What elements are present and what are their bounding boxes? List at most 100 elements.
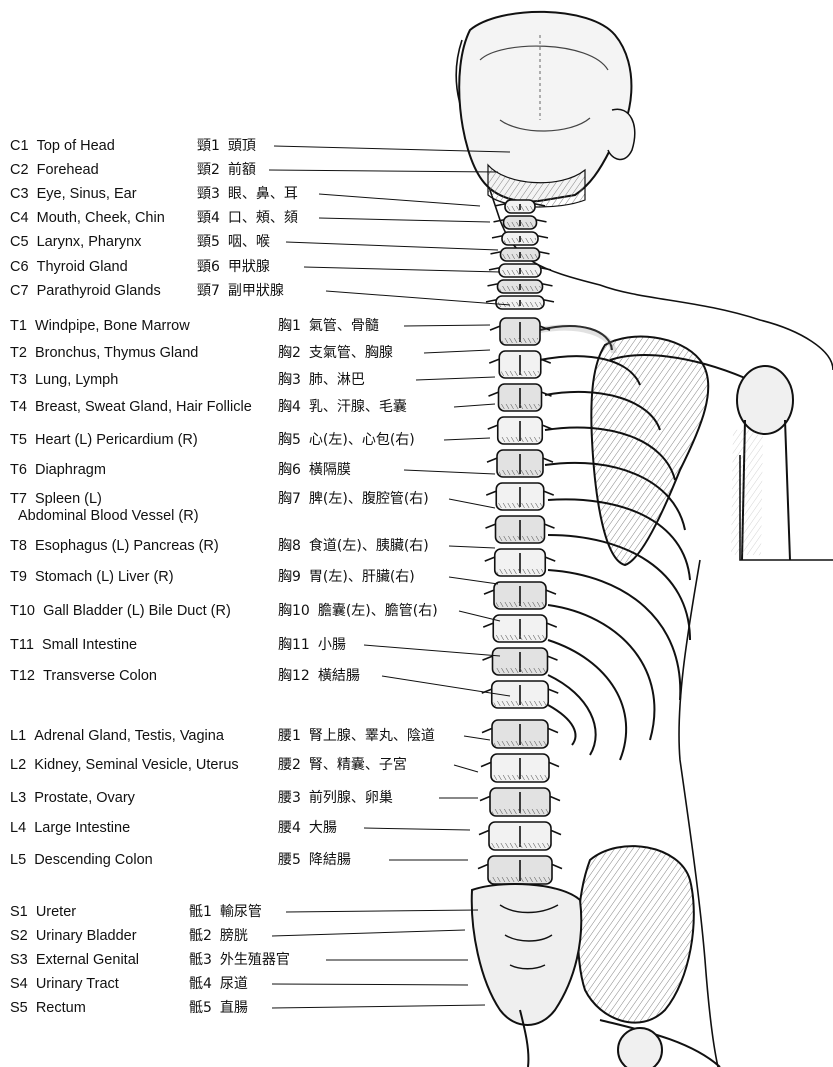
english-organ-label: Rectum: [36, 1000, 86, 1016]
vertebra-shape: [486, 483, 554, 510]
chinese-label: 頸1 頭頂: [197, 138, 256, 154]
english-organ-label: Breast, Sweat Gland, Hair Follicle: [35, 399, 252, 415]
vertebra-shape: [488, 417, 553, 444]
english-organ-label: Esophagus (L) Pancreas (R): [35, 538, 219, 554]
vertebra-shape: [482, 681, 559, 708]
english-vertebra-code: C4: [10, 210, 29, 226]
english-organ-label: Diaphragm: [35, 462, 106, 478]
chinese-label: 腰5 降結腸: [278, 852, 351, 868]
english-vertebra-code: T6: [10, 462, 27, 478]
english-organ-label: Large Intestine: [34, 820, 130, 836]
chinese-label: 頸2 前額: [197, 162, 256, 178]
leader-line: [304, 267, 500, 272]
english-organ-label: Eye, Sinus, Ear: [37, 186, 137, 202]
english-label: L4 Large Intestine: [10, 820, 130, 836]
chinese-vertebra-code: 胸1: [278, 318, 301, 334]
vertebra-shape: [485, 549, 556, 576]
leader-line: [444, 438, 490, 440]
english-organ-label: Ureter: [36, 904, 76, 920]
english-label: T10 Gall Bladder (L) Bile Duct (R): [10, 603, 231, 619]
english-organ-label: Descending Colon: [34, 852, 153, 868]
english-vertebra-code: T9: [10, 569, 27, 585]
chinese-organ-label: 降結腸: [309, 852, 351, 868]
english-label: T4 Breast, Sweat Gland, Hair Follicle: [10, 399, 252, 415]
chinese-vertebra-code: 骶1: [189, 904, 212, 920]
vertebra-shape: [486, 516, 555, 543]
english-vertebra-code: C6: [10, 259, 29, 275]
chinese-organ-label: 支氣管、胸腺: [309, 345, 393, 361]
english-label: T2 Bronchus, Thymus Gland: [10, 345, 198, 361]
vertebra-shape: [480, 788, 560, 816]
chinese-organ-label: 腎、精囊、子宮: [309, 757, 407, 773]
english-organ-label: Top of Head: [37, 138, 115, 154]
english-label: S3 External Genital: [10, 952, 139, 968]
english-label: C4 Mouth, Cheek, Chin: [10, 210, 165, 226]
chinese-vertebra-code: 頸3: [197, 186, 220, 202]
chinese-vertebra-code: 頸2: [197, 162, 220, 178]
chinese-organ-label: 前額: [228, 162, 256, 178]
english-label: S1 Ureter: [10, 904, 76, 920]
chinese-label: 頸3眼、鼻、耳: [197, 186, 298, 202]
chinese-vertebra-code: 腰5: [278, 852, 301, 868]
leader-line: [382, 676, 510, 696]
chinese-organ-label: 頭頂: [228, 138, 256, 154]
chinese-label: 胸8食道(左)、胰臟(右): [278, 538, 429, 554]
english-vertebra-code: L2: [10, 757, 26, 773]
english-label: S2 Urinary Bladder: [10, 928, 137, 944]
chinese-vertebra-code: 胸9: [278, 569, 301, 585]
english-label: T7 Spleen (L): [10, 491, 102, 507]
english-vertebra-code: T3: [10, 372, 27, 388]
english-label: T9 Stomach (L) Liver (R): [10, 569, 174, 585]
english-label: C2 Forehead: [10, 162, 99, 178]
chinese-organ-label: 脾(左)、腹腔管(右): [309, 491, 429, 507]
chinese-label: 胸1 氣管、骨髓: [278, 318, 379, 334]
chinese-vertebra-code: 頸1: [197, 138, 220, 154]
chinese-vertebra-code: 胸6: [278, 462, 301, 478]
chinese-organ-label: 大腸: [309, 820, 337, 836]
english-organ-label: Gall Bladder (L) Bile Duct (R): [43, 603, 231, 619]
english-label: T12 Transverse Colon: [10, 668, 157, 684]
chinese-organ-label: 尿道: [220, 976, 248, 992]
english-organ-label: Lung, Lymph: [35, 372, 118, 388]
chinese-organ-label: 膀胱: [220, 928, 248, 944]
chinese-label: 腰1腎上腺、睪丸、陰道: [278, 728, 435, 744]
english-organ-label: Forehead: [37, 162, 99, 178]
chinese-organ-label: 肺、淋巴: [309, 372, 365, 388]
chinese-organ-label: 食道(左)、胰臟(右): [309, 538, 429, 554]
english-vertebra-code: T7: [10, 491, 27, 507]
english-vertebra-code: L4: [10, 820, 26, 836]
english-organ-label: Adrenal Gland, Testis, Vagina: [34, 728, 224, 744]
chinese-vertebra-code: 頸7: [197, 283, 220, 299]
leader-line: [319, 218, 490, 222]
vertebra-shape: [483, 615, 557, 642]
english-label: T6 Diaphragm: [10, 462, 106, 478]
chinese-organ-label: 心(左)、心包(右): [309, 432, 415, 448]
chinese-vertebra-code: 腰4: [278, 820, 301, 836]
chinese-organ-label: 前列腺、卵巢: [309, 790, 393, 806]
chinese-vertebra-code: 胸3: [278, 372, 301, 388]
english-organ-label: Prostate, Ovary: [34, 790, 135, 806]
chinese-organ-label: 橫結腸: [318, 668, 360, 684]
leader-line: [326, 291, 510, 305]
leader-line: [464, 736, 490, 740]
chinese-label: 胸12橫結腸: [278, 668, 360, 684]
english-organ-label: Thyroid Gland: [37, 259, 128, 275]
leader-line: [449, 499, 495, 508]
english-organ-label: Spleen (L): [35, 491, 102, 507]
english-organ-label: Stomach (L) Liver (R): [35, 569, 174, 585]
english-vertebra-code: C1: [10, 138, 29, 154]
english-organ-label: External Genital: [36, 952, 139, 968]
chinese-vertebra-code: 頸4: [197, 210, 220, 226]
english-organ-label: Parathyroid Glands: [37, 283, 161, 299]
chinese-label: 頸5咽、喉: [197, 234, 270, 250]
chinese-vertebra-code: 胸2: [278, 345, 301, 361]
chinese-organ-label: 氣管、骨髓: [309, 318, 379, 334]
english-vertebra-code: T2: [10, 345, 27, 361]
